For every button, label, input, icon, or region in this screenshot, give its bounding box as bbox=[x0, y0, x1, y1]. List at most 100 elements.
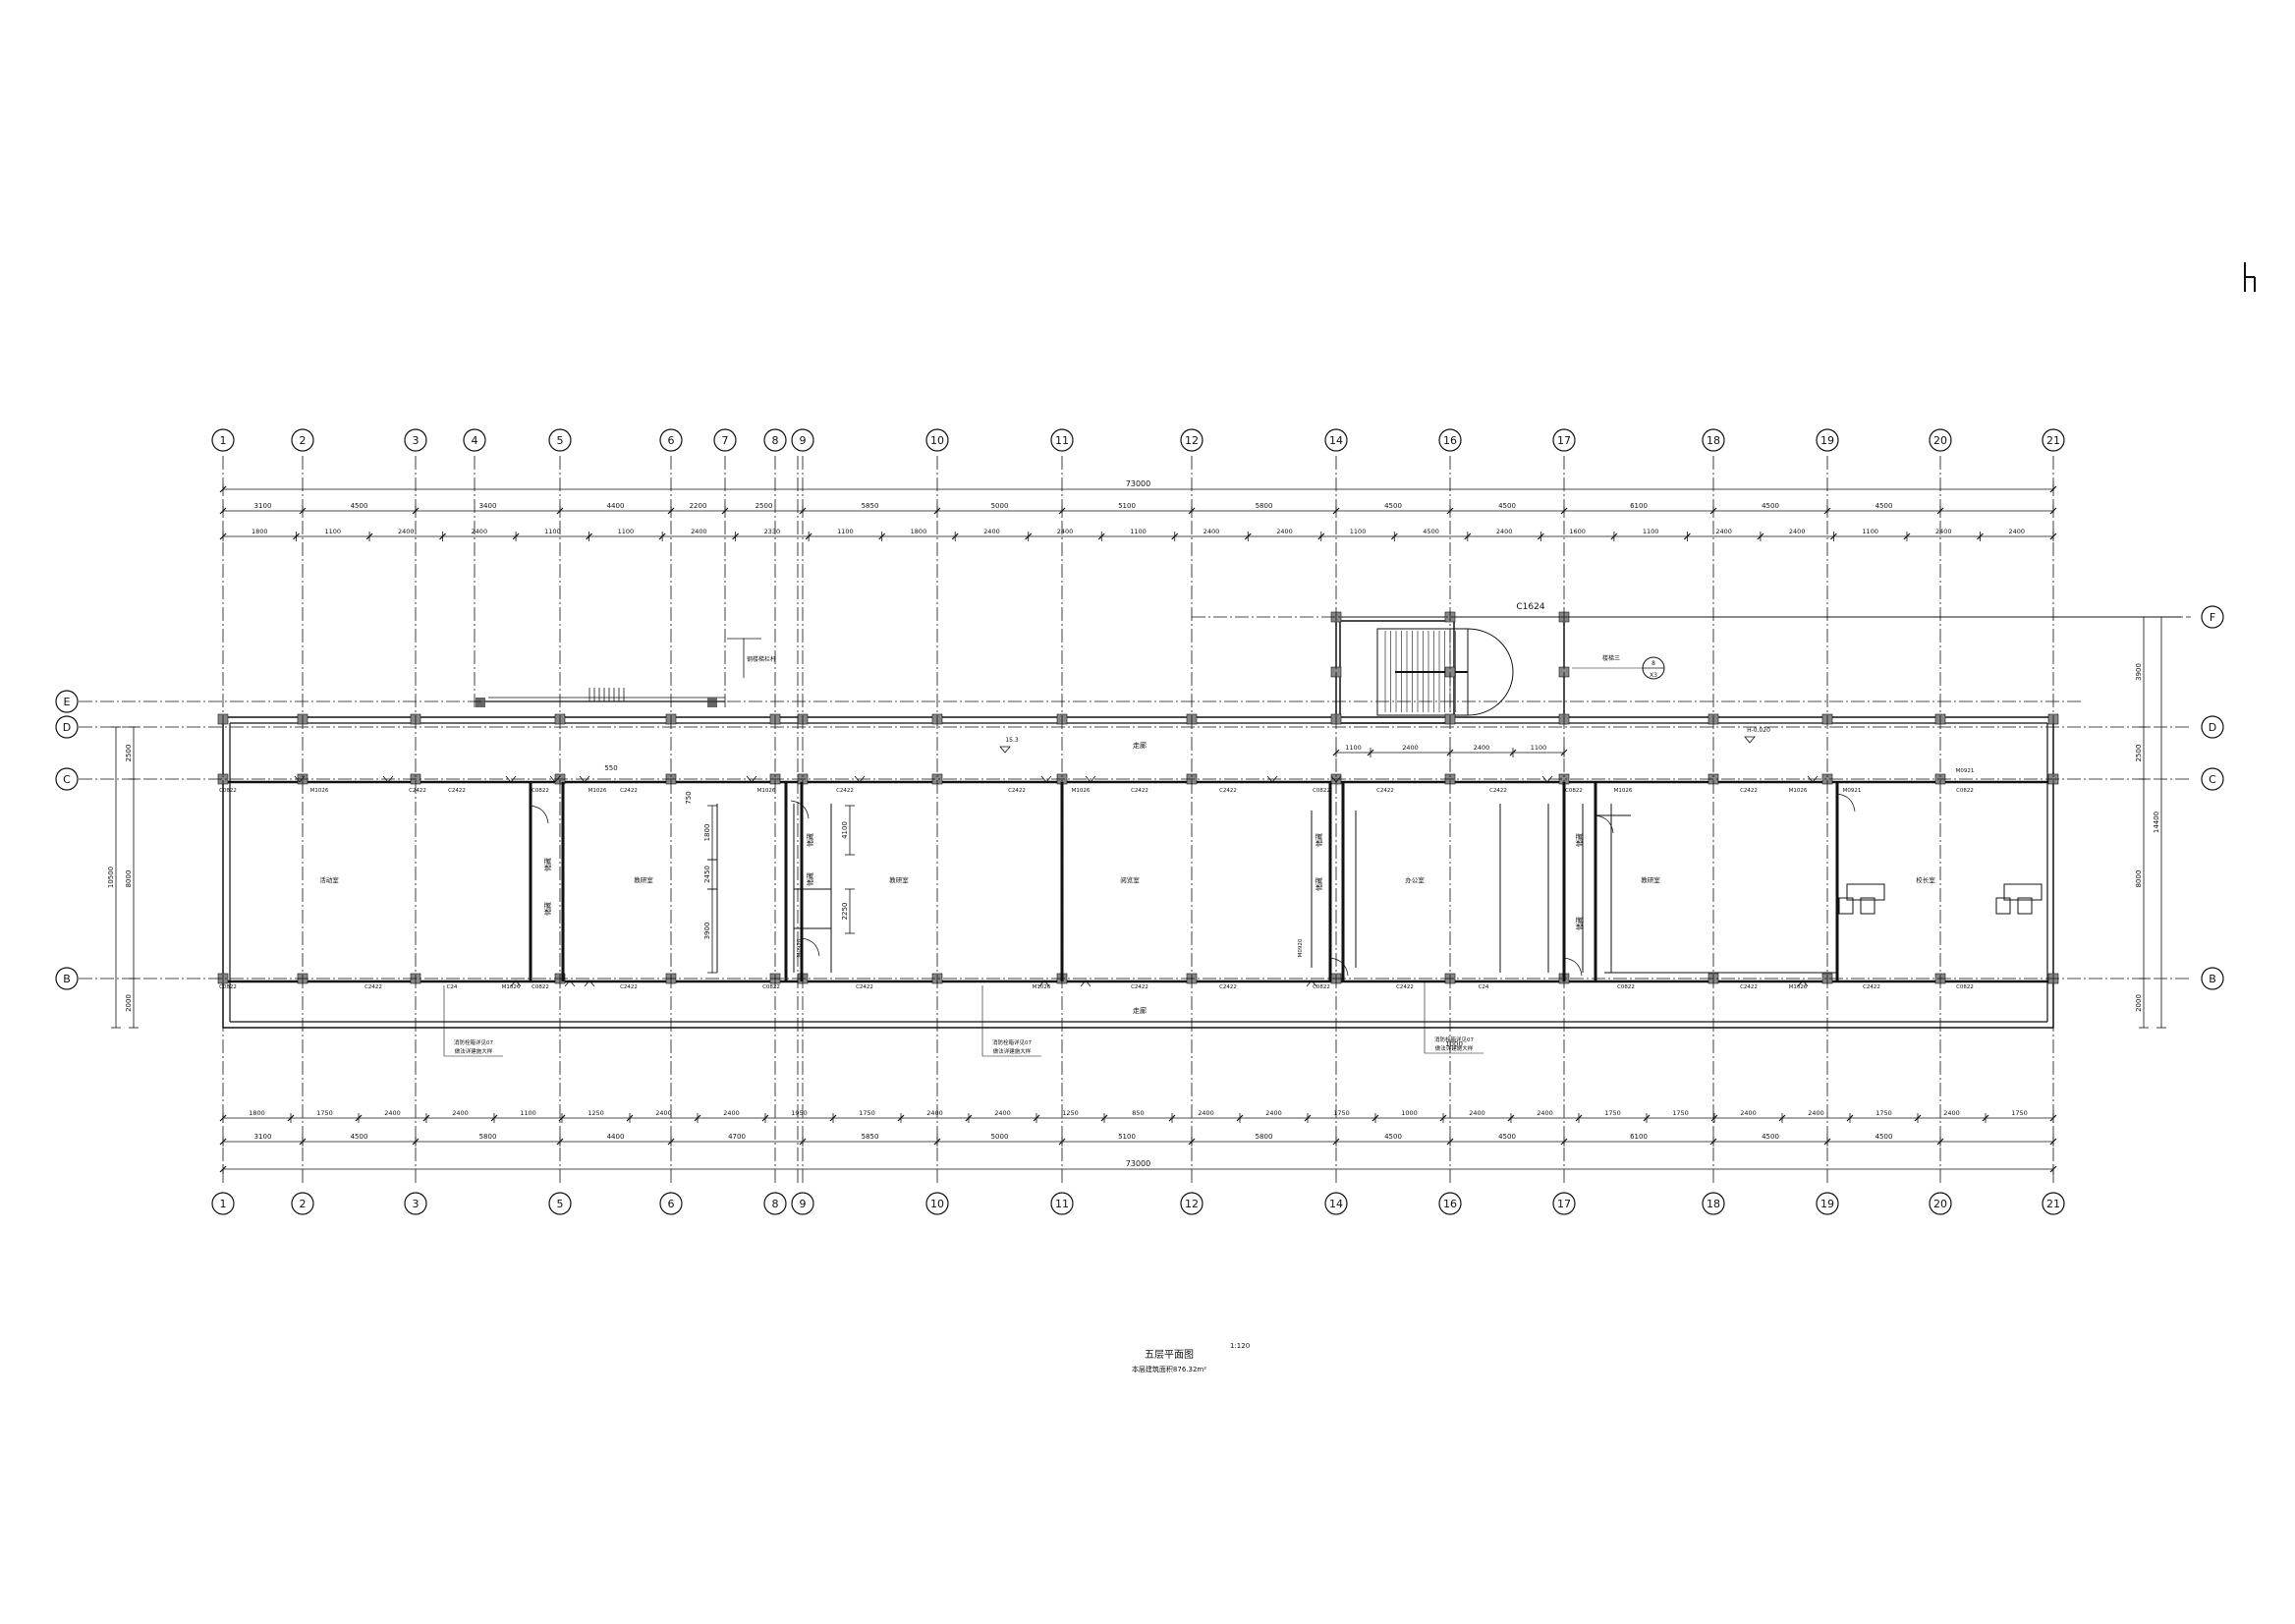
dim-bays-bottom-slash bbox=[1446, 1138, 1454, 1146]
dim-detail-bottom-text: 2400 bbox=[655, 1109, 672, 1117]
axis-bubble-top bbox=[291, 428, 314, 452]
elevation-mark-left: 15.3 bbox=[1005, 737, 1019, 744]
axis-label-bottom: 6 bbox=[668, 1198, 675, 1210]
door-code-front: M1026 bbox=[1614, 788, 1633, 794]
dim-detail-top-slash bbox=[1244, 532, 1252, 540]
door-code-front: M1026 bbox=[1789, 788, 1808, 794]
axis-label-top: 1 bbox=[220, 434, 227, 447]
dim-detail-bottom-slash bbox=[1575, 1114, 1583, 1122]
dim-detail-top-slash bbox=[1390, 532, 1398, 540]
door-mark bbox=[1807, 775, 1819, 783]
axis-label-bottom: 20 bbox=[1933, 1198, 1947, 1210]
dim-detail-top-slash bbox=[1683, 532, 1691, 540]
dim-detail-bottom-slash bbox=[965, 1114, 973, 1122]
closet-label: 储藏 bbox=[1575, 917, 1584, 930]
door-code-back: C2422 bbox=[856, 984, 873, 990]
row-bubble-left bbox=[55, 715, 79, 739]
door-code-front: C2422 bbox=[1008, 788, 1026, 794]
door-code-front: C0822 bbox=[1565, 788, 1583, 794]
dim-detail-top-text: 2400 bbox=[1276, 528, 1293, 535]
door-code-front: C0822 bbox=[1956, 788, 1974, 794]
door-code-back: C24 bbox=[447, 984, 458, 990]
dim-detail-top-text: 2330 bbox=[764, 528, 781, 535]
dim-bays-bottom-slash bbox=[412, 1138, 420, 1146]
stair-ref-top: 8 bbox=[1651, 660, 1655, 667]
fire-cabinet-note-sub: 做法详建施大样 bbox=[993, 1047, 1032, 1055]
axis-bubble-top bbox=[404, 428, 427, 452]
dim-bays-bottom-slash bbox=[556, 1138, 564, 1146]
axis-label-top: 20 bbox=[1933, 434, 1947, 447]
door-code-front: C2422 bbox=[448, 788, 466, 794]
dim-bays-bottom-slash bbox=[667, 1138, 675, 1146]
dim-detail-bottom-slash bbox=[287, 1114, 295, 1122]
door-mark bbox=[505, 775, 517, 783]
sanitary-fixture bbox=[1846, 883, 1885, 901]
axis-bubble-top bbox=[1180, 428, 1203, 452]
elevation-triangle bbox=[999, 746, 1011, 754]
axis-label-bottom: 11 bbox=[1055, 1198, 1069, 1210]
axis-label-bottom: 18 bbox=[1707, 1198, 1720, 1210]
door-code-front: C0822 bbox=[1313, 788, 1330, 794]
dim-detail-bottom-slash bbox=[1982, 1114, 1989, 1122]
dim-detail-top-slash bbox=[1464, 532, 1472, 540]
axis-bubble-top bbox=[659, 428, 683, 452]
closet-label: 储藏 bbox=[1315, 877, 1323, 891]
door-mark bbox=[1040, 775, 1052, 783]
axis-label-bottom: 21 bbox=[2046, 1198, 2060, 1210]
axis-label-bottom: 19 bbox=[1820, 1198, 1834, 1210]
dim-detail-bottom-slash bbox=[829, 1114, 837, 1122]
dim-bays-top-slash bbox=[412, 507, 420, 515]
door-code-back: C2422 bbox=[1219, 984, 1237, 990]
dim-bays-top-text: 2500 bbox=[756, 502, 773, 510]
dim-bays-bottom-slash bbox=[1936, 1138, 1944, 1146]
door-mark bbox=[382, 775, 394, 783]
axis-label-bottom: 9 bbox=[800, 1198, 807, 1210]
dim-bays-top-slash bbox=[1709, 507, 1717, 515]
dim-detail-bottom-text: 1750 bbox=[1875, 1109, 1892, 1117]
dim-detail-top-slash bbox=[1025, 532, 1033, 540]
dim-detail-top-slash bbox=[658, 532, 666, 540]
dim-corridor-slash bbox=[1332, 749, 1340, 756]
axis-label-top: 3 bbox=[413, 434, 420, 447]
dim-detail-bottom-text: 2400 bbox=[452, 1109, 469, 1117]
door-code-back: C0822 bbox=[1313, 984, 1330, 990]
dim-detail-top-text: 1100 bbox=[1643, 528, 1659, 535]
door-swing bbox=[801, 937, 820, 957]
dim-detail-bottom-slash bbox=[1100, 1114, 1108, 1122]
dim-detail-top-text: 2400 bbox=[1203, 528, 1220, 535]
axis-label-top: 11 bbox=[1055, 434, 1069, 447]
dim-detail-bottom-text: 1250 bbox=[588, 1109, 604, 1117]
door-code-front: C2422 bbox=[1219, 788, 1237, 794]
door-mark bbox=[564, 980, 576, 987]
dim-corridor-slash bbox=[1509, 749, 1517, 756]
dim-left-text: 2000 bbox=[125, 994, 133, 1012]
axis-bubble-bottom bbox=[2042, 1192, 2065, 1215]
closet-label: 储藏 bbox=[806, 833, 814, 847]
axis-label-top: 14 bbox=[1329, 434, 1343, 447]
door-code-back: C2422 bbox=[1740, 984, 1758, 990]
dim-partition-text: 1800 bbox=[703, 824, 711, 842]
dim-corridor-slash bbox=[1367, 749, 1374, 756]
dim-detail-top-text: 2400 bbox=[2008, 528, 2025, 535]
axis-label-bottom: 12 bbox=[1185, 1198, 1199, 1210]
axis-bubble-top bbox=[1816, 428, 1839, 452]
room-label: 办公室 bbox=[1405, 875, 1425, 884]
dim-corridor-text: 2400 bbox=[1402, 744, 1419, 752]
dim-bays-top-text: 5800 bbox=[1256, 502, 1273, 510]
elevation-mark-right: H-0.020 bbox=[1747, 727, 1770, 734]
row-label-left: C bbox=[63, 773, 71, 786]
fire-cabinet-note-sub: 做法详建施大样 bbox=[455, 1047, 493, 1055]
door-swing bbox=[1595, 814, 1614, 834]
dim-detail-bottom-text: 1750 bbox=[1333, 1109, 1350, 1117]
dim-detail-top-text: 1600 bbox=[1569, 528, 1586, 535]
dim-detail-bottom-text: 1100 bbox=[520, 1109, 536, 1117]
axis-bubble-top bbox=[1438, 428, 1462, 452]
door-code-back: M1026 bbox=[1033, 984, 1051, 990]
dim-corridor-text: 2400 bbox=[1474, 744, 1490, 752]
row-bubble-right bbox=[2201, 605, 2224, 629]
axis-bubble-top bbox=[791, 428, 814, 452]
elevation-triangle bbox=[1744, 736, 1756, 744]
dim-overall-bottom-text: 73000 bbox=[1126, 1159, 1150, 1168]
axis-label-bottom: 2 bbox=[300, 1198, 307, 1210]
dim-right-text: 8000 bbox=[2135, 870, 2143, 888]
